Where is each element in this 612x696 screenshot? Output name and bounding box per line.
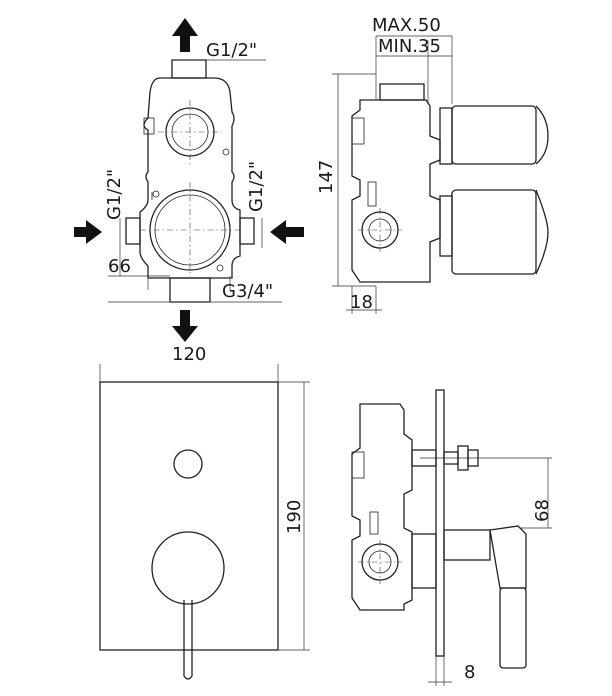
flow-right-arrow bbox=[74, 220, 102, 244]
cover-plate-edge bbox=[435, 389, 445, 657]
cover-plate-front-view: 120 190 bbox=[99, 344, 310, 680]
cover-plate bbox=[99, 381, 279, 651]
flow-up-arrow bbox=[172, 18, 198, 52]
max-depth-label: MAX.50 bbox=[372, 15, 441, 36]
assembly-side-view: 68 8 bbox=[351, 389, 553, 686]
valve-body-side-view: MAX.50 MIN.35 147 18 bbox=[316, 15, 549, 314]
plate-thickness-label: 8 bbox=[464, 662, 475, 683]
top-outlet-label: G1/2" bbox=[206, 40, 257, 61]
flow-left-arrow bbox=[270, 220, 304, 244]
height-147-label: 147 bbox=[316, 160, 337, 194]
left-inlet-label: G1/2" bbox=[104, 169, 125, 220]
depth-18-label: 18 bbox=[350, 292, 373, 313]
plate-width-label: 120 bbox=[172, 344, 206, 365]
bottom-outlet-label: G3/4" bbox=[222, 281, 273, 302]
valve-body-front-view: G1/2" G1/2" G1/2" 66 G3/4" bbox=[74, 18, 304, 342]
right-inlet-label: G1/2" bbox=[246, 161, 267, 212]
flow-down-arrow bbox=[172, 310, 198, 342]
handle-offset-label: 68 bbox=[532, 499, 553, 522]
diverter-knob bbox=[173, 449, 203, 479]
mixer-lever-handle bbox=[183, 600, 193, 680]
min-depth-label: MIN.35 bbox=[378, 36, 441, 57]
mixer-lever-rosette bbox=[151, 531, 225, 605]
offset-66-label: 66 bbox=[108, 256, 131, 277]
plate-height-label: 190 bbox=[284, 500, 305, 534]
